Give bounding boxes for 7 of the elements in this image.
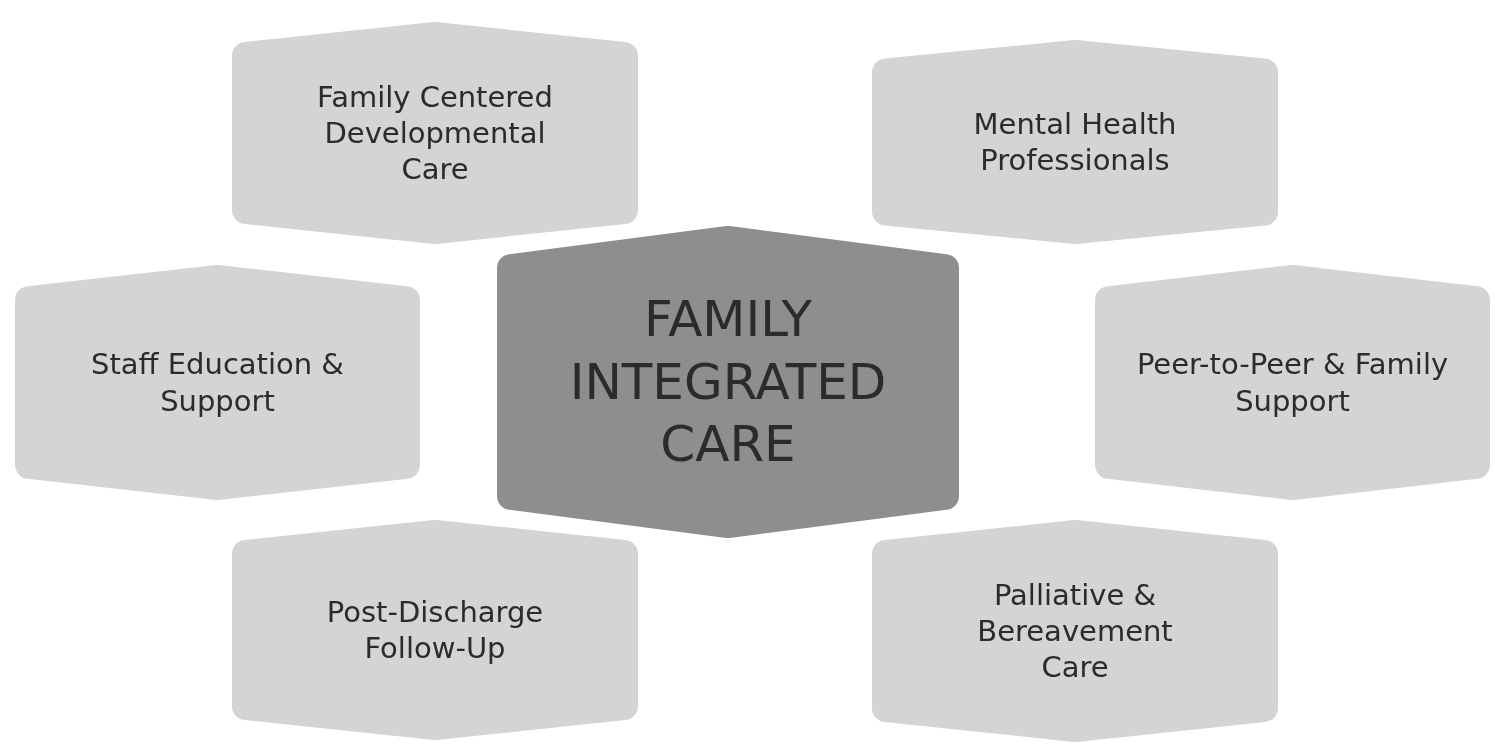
node-label: FAMILY INTEGRATED CARE <box>568 289 888 476</box>
node-label: Post-Discharge Follow-Up <box>325 593 545 667</box>
node-label: Mental Health Professionals <box>972 105 1178 179</box>
node-label: Palliative & Bereavement Care <box>976 576 1174 686</box>
node-label: Staff Education & Support <box>90 346 345 419</box>
node-label: Family Centered Developmental Care <box>316 78 554 188</box>
node-label: Peer-to-Peer & Family Support <box>1135 346 1450 419</box>
